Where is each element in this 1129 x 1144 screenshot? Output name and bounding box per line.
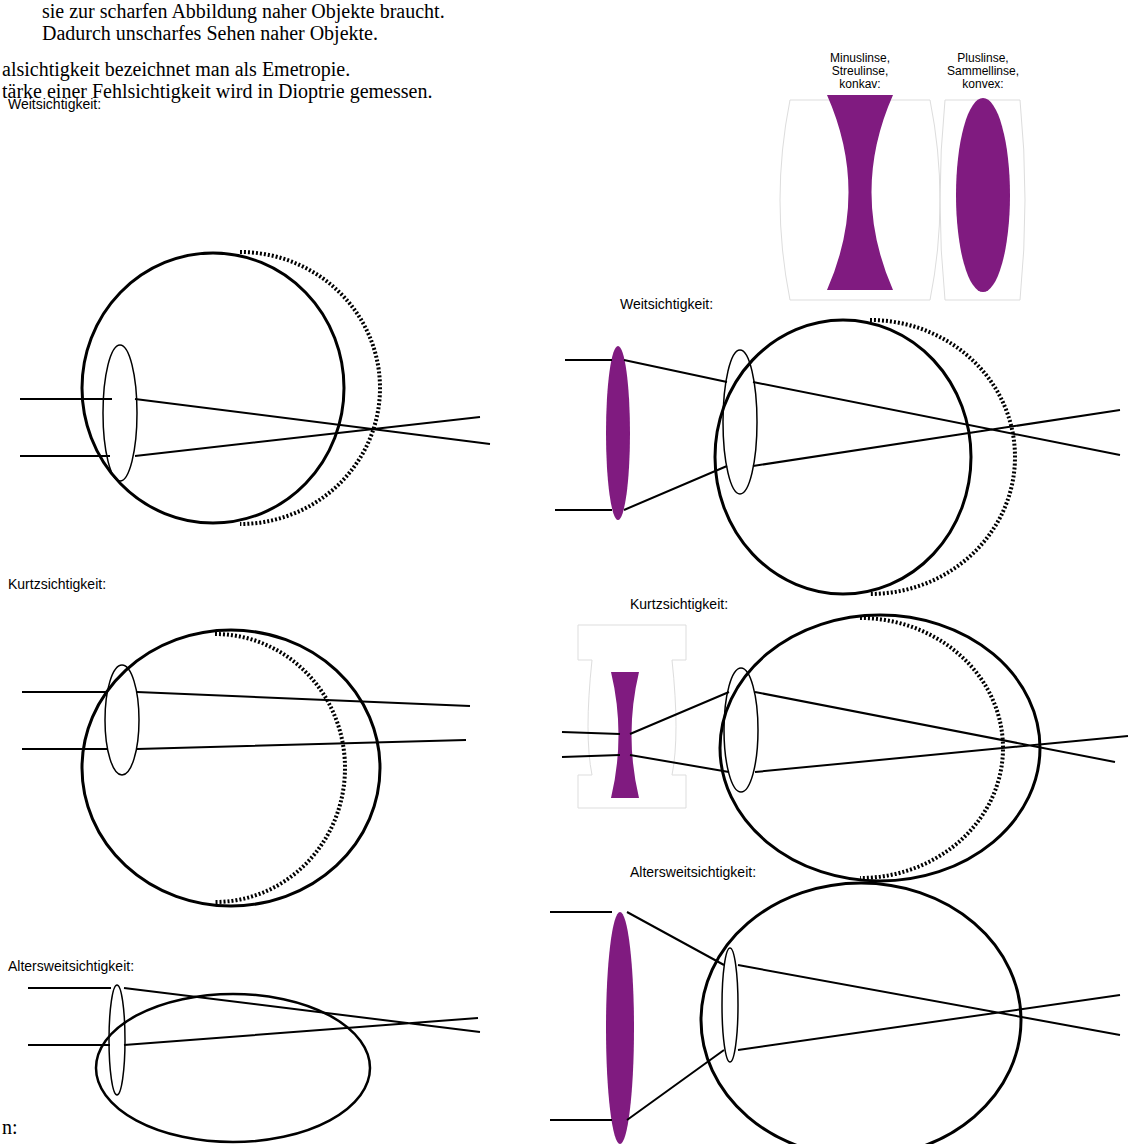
section-heading: Weitsichtigkeit: bbox=[8, 96, 101, 112]
light-ray bbox=[562, 692, 1128, 772]
body-text: sie zur scharfen Abbildung naher Objekte… bbox=[42, 0, 445, 22]
eye-lens bbox=[722, 948, 738, 1062]
eyeball bbox=[96, 994, 370, 1142]
convex-lens bbox=[956, 98, 1010, 292]
light-ray bbox=[28, 988, 480, 1045]
eyeball bbox=[82, 253, 344, 523]
normal-eye-outline bbox=[860, 618, 1003, 878]
light-ray bbox=[20, 399, 490, 456]
eyeball bbox=[701, 883, 1021, 1144]
light-ray bbox=[555, 360, 1120, 510]
section-heading: Altersweitsichtigkeit: bbox=[8, 958, 134, 974]
body-text: Dadurch unscharfes Sehen naher Objekte. bbox=[42, 22, 378, 44]
section-heading: Weitsichtigkeit: bbox=[620, 296, 713, 312]
section-heading: Kurtzsichtigkeit: bbox=[8, 576, 106, 592]
normal-eye-outline bbox=[870, 320, 1015, 594]
illustration bbox=[20, 95, 1128, 1144]
normal-eye-outline bbox=[240, 252, 380, 524]
eye-lens bbox=[723, 350, 757, 494]
light-ray bbox=[550, 912, 1120, 1120]
section-heading: Altersweitsichtigkeit: bbox=[630, 864, 756, 880]
lens-label: Pluslinse, Sammellinse, konvex: bbox=[937, 52, 1029, 91]
concave-lens bbox=[827, 95, 893, 290]
normal-eye-outline bbox=[215, 634, 345, 902]
eye-lens bbox=[105, 665, 139, 775]
eye-lens bbox=[724, 668, 758, 792]
eyeball bbox=[720, 615, 1040, 881]
concave-lens bbox=[611, 672, 639, 798]
eye-lens bbox=[103, 345, 137, 481]
light-ray bbox=[22, 692, 470, 749]
section-heading: Kurtzsichtigkeit: bbox=[630, 596, 728, 612]
lens-label: Minuslinse, Streulinse, konkav: bbox=[814, 52, 906, 91]
body-text: n: bbox=[2, 1116, 18, 1138]
eyeball bbox=[82, 630, 380, 906]
convex-lens bbox=[606, 912, 634, 1144]
body-text: alsichtigkeit bezeichnet man als Emetrop… bbox=[2, 58, 350, 80]
eyeball bbox=[715, 320, 971, 594]
eye-lens bbox=[109, 985, 125, 1095]
convex-lens bbox=[606, 346, 630, 520]
